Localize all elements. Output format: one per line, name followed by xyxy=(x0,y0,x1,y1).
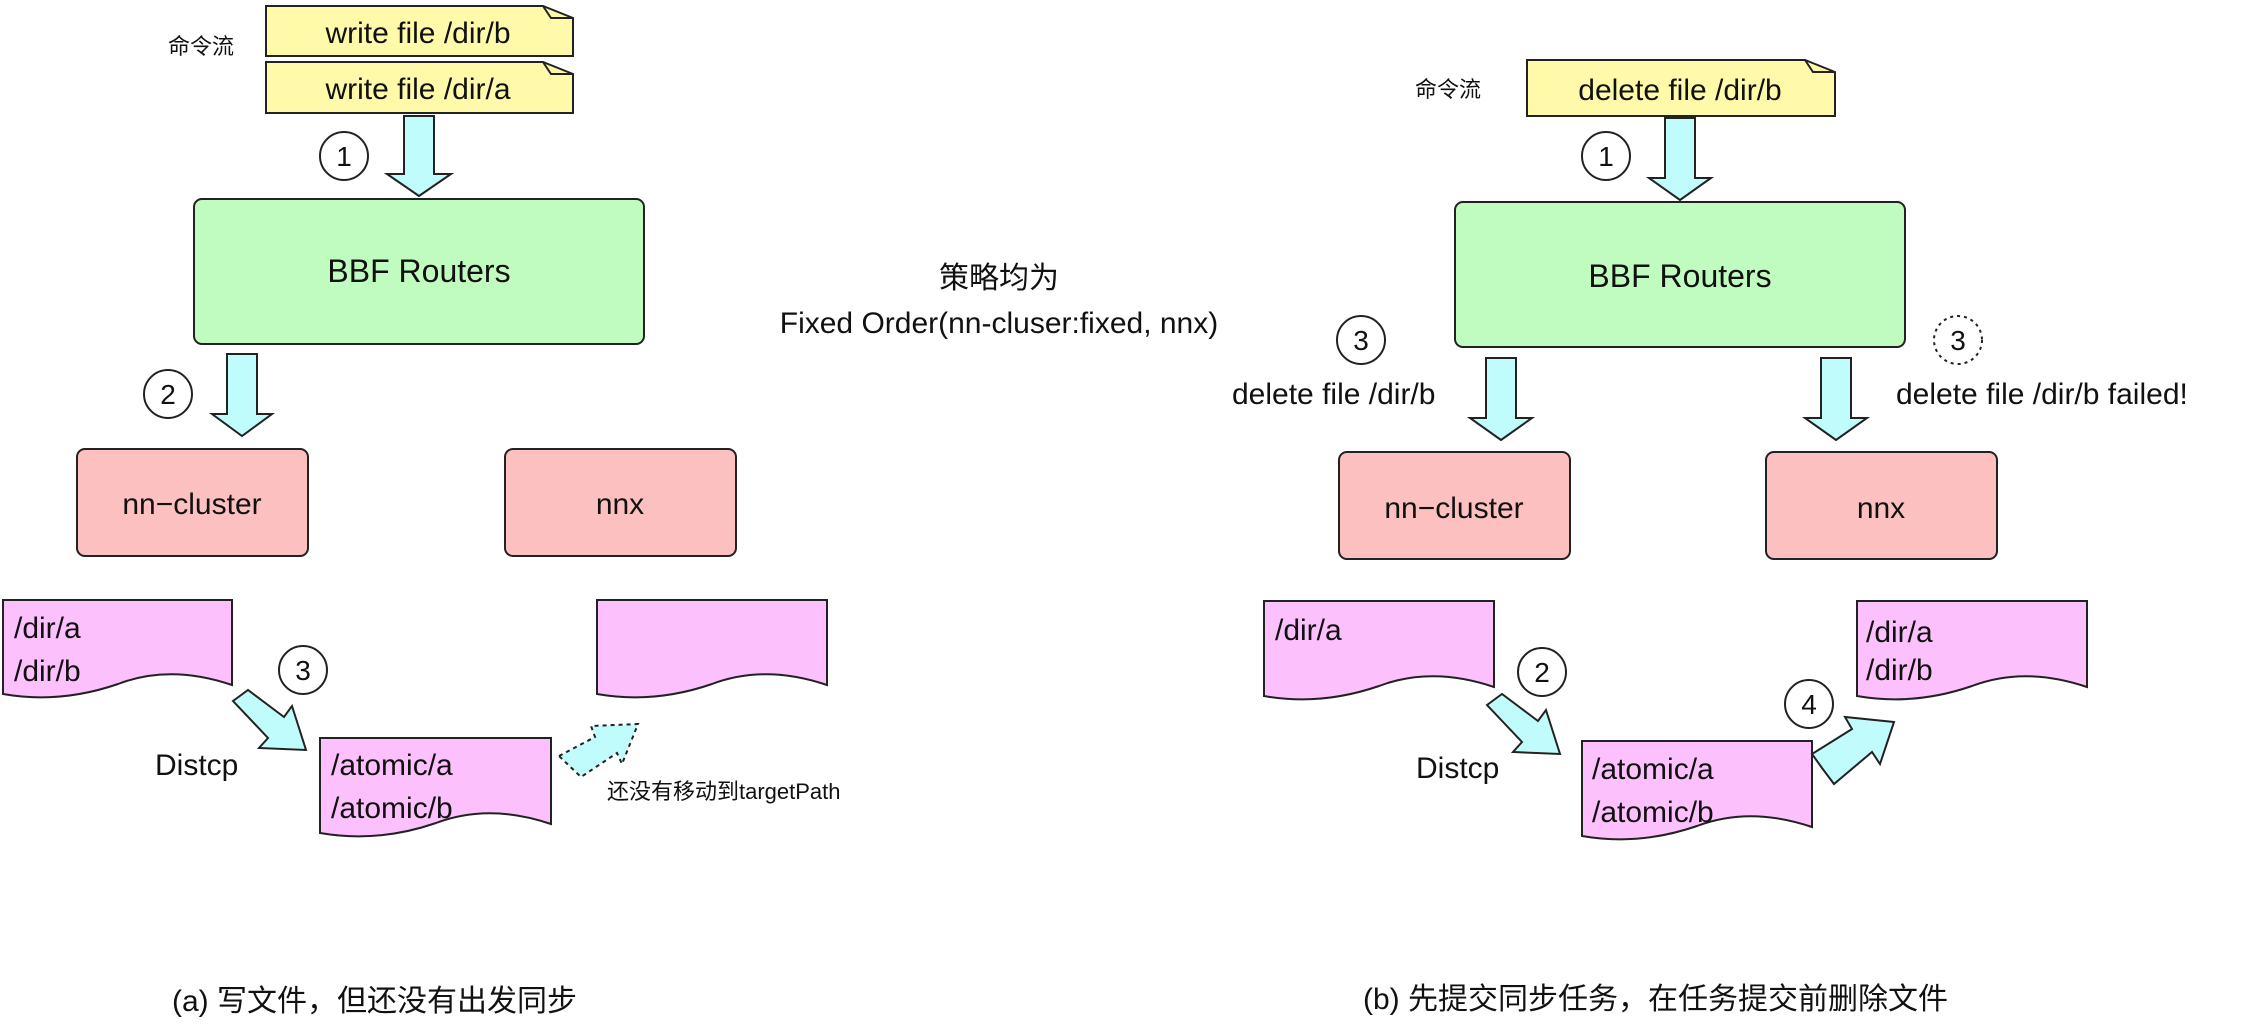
step-marker-3: 3 xyxy=(1336,315,1386,365)
cluster-label: nn−cluster xyxy=(1384,492,1523,525)
router-label: BBF Routers xyxy=(1588,258,1771,294)
document-atomic-files: /atomic/a /atomic/b xyxy=(1581,740,1813,841)
cluster-label: nn−cluster xyxy=(122,488,261,521)
arrow-down xyxy=(1801,357,1871,442)
document-atomic-files: /atomic/a /atomic/b xyxy=(319,737,552,838)
command-text: write file /dir/a xyxy=(324,73,510,106)
router-label: BBF Routers xyxy=(327,253,510,289)
step-marker-3: 3 xyxy=(278,645,328,695)
cluster-label: nnx xyxy=(596,488,644,521)
step-number: 3 xyxy=(1353,325,1369,356)
command-note-delete-b: delete file /dir/b xyxy=(1526,59,1836,117)
not-moved-note: 还没有移动到targetPath xyxy=(607,779,841,804)
step-marker-3-failed: 3 xyxy=(1933,315,1983,365)
command-note-write-b: write file /dir/b xyxy=(265,5,574,57)
center-note-line2: Fixed Order(nn-cluser:fixed, nnx) xyxy=(780,307,1219,340)
document-dir-files-nnx: /dir/a /dir/b xyxy=(1856,600,2088,701)
command-stream-label: 命令流 xyxy=(168,34,234,59)
step-marker-2: 2 xyxy=(1517,647,1567,697)
cluster-label: nnx xyxy=(1857,492,1905,525)
bbf-routers-box: BBF Routers xyxy=(193,198,645,345)
file-path: /atomic/a xyxy=(331,749,453,782)
command-stream-label: 命令流 xyxy=(1415,77,1481,102)
step-number: 1 xyxy=(336,141,352,172)
center-note-line1: 策略均为 xyxy=(939,262,1059,295)
distcp-label: Distcp xyxy=(1416,752,1499,785)
arrow-down xyxy=(1466,357,1536,442)
arrow-distcp xyxy=(231,688,308,752)
step-marker-1: 1 xyxy=(1581,131,1631,181)
center-note: 策略均为 Fixed Order(nn-cluser:fixed, nnx) xyxy=(780,262,1219,340)
arrow-distcp xyxy=(1485,692,1562,756)
caption-a: (a) 写文件，但还没有出发同步 xyxy=(172,985,577,1018)
arrow-not-moved-dashed xyxy=(557,722,640,779)
arrow-down xyxy=(383,115,455,198)
document-dir-files: /dir/a /dir/b xyxy=(2,599,233,699)
panel-b: 命令流 delete file /dir/b 1 BBF Routers 3 d… xyxy=(1232,59,2188,1016)
file-path: /dir/a xyxy=(1866,616,1933,649)
nn-cluster-box: nn−cluster xyxy=(76,448,309,557)
step-number: 2 xyxy=(160,379,176,410)
bbf-routers-box: BBF Routers xyxy=(1454,201,1906,348)
delete-left-label: delete file /dir/b xyxy=(1232,378,1435,411)
command-text: write file /dir/b xyxy=(324,17,510,50)
arrow-move xyxy=(1810,715,1896,786)
step-marker-4: 4 xyxy=(1784,679,1834,729)
nnx-box: nnx xyxy=(504,448,737,557)
nnx-box: nnx xyxy=(1765,451,1998,560)
nn-cluster-box: nn−cluster xyxy=(1338,451,1571,560)
document-empty xyxy=(596,599,828,699)
step-marker-1: 1 xyxy=(319,131,369,181)
file-path: /dir/b xyxy=(1866,654,1933,687)
caption-b: (b) 先提交同步任务，在任务提交前删除文件 xyxy=(1363,983,1948,1016)
panel-a: 命令流 write file /dir/b write file /dir/a … xyxy=(2,5,841,1018)
command-text: delete file /dir/b xyxy=(1578,74,1781,107)
document-dir-files: /dir/a xyxy=(1263,600,1495,701)
step-number: 4 xyxy=(1801,689,1817,720)
step-number: 3 xyxy=(295,655,311,686)
delete-failed-label: delete file /dir/b failed! xyxy=(1896,378,2188,411)
file-path: /atomic/a xyxy=(1592,753,1714,786)
file-path: /dir/b xyxy=(14,655,81,688)
file-path: /atomic/b xyxy=(331,792,453,825)
file-path: /dir/a xyxy=(1275,614,1342,647)
file-path: /atomic/b xyxy=(1592,796,1714,829)
arrow-down xyxy=(1645,117,1715,202)
step-number: 1 xyxy=(1598,141,1614,172)
command-note-write-a: write file /dir/a xyxy=(265,61,574,114)
distcp-label: Distcp xyxy=(155,749,238,782)
arrow-down xyxy=(208,353,276,438)
file-path: /dir/a xyxy=(14,612,81,645)
step-number: 3 xyxy=(1950,325,1966,356)
step-marker-2: 2 xyxy=(143,369,193,419)
step-number: 2 xyxy=(1534,657,1550,688)
